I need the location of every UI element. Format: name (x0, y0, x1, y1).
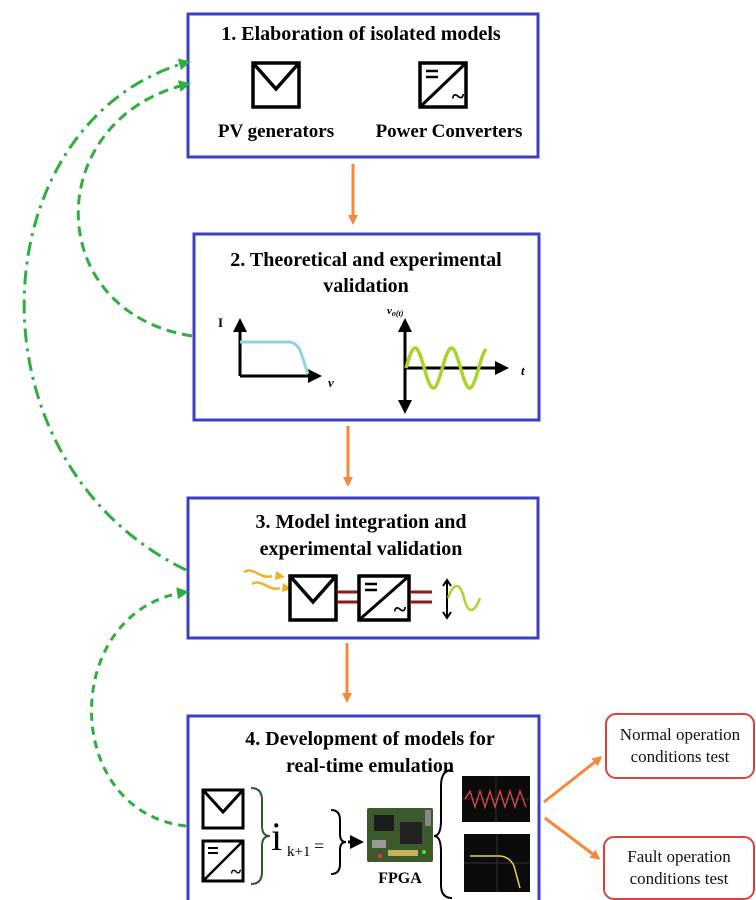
ac-link-lines (410, 590, 432, 604)
svg-text:~: ~ (231, 861, 242, 883)
step4-box: 4. Development of models for real-time e… (186, 714, 541, 900)
svg-text:conditions test: conditions test (631, 747, 730, 766)
fault-operation-test-box: Fault operation conditions test (603, 836, 755, 900)
to-fault-operation-arrow (544, 816, 601, 860)
step1-title: 1. Elaboration of isolated models (221, 23, 501, 45)
power-converters-label: Power Converters (376, 121, 523, 142)
step3-box: 3. Model integration and experimental va… (186, 496, 540, 640)
oscilloscope-screen-icon (462, 776, 530, 822)
fpga-board-icon (367, 808, 433, 862)
vt-x-label: t (521, 363, 525, 378)
normal-operation-test-box: Normal operation conditions test (605, 713, 755, 779)
dc-link-lines (337, 590, 358, 604)
pv-panel-icon (288, 574, 338, 622)
step1-box: 1. Elaboration of isolated models ~ PV g… (186, 12, 540, 159)
step4-title-line1: 4. Development of models for (245, 728, 495, 750)
svg-text:~: ~ (452, 84, 465, 110)
step4-title-line2: real-time emulation (286, 755, 454, 777)
right-brace (330, 809, 347, 875)
pv-panel-icon (251, 61, 301, 109)
svg-text:conditions test: conditions test (630, 869, 729, 888)
to-normal-operation-arrow (543, 756, 603, 804)
feedback-arrow-step3-to-step1 (22, 58, 191, 572)
feedback-arrow-step4-to-step3 (90, 587, 189, 828)
step2-box: 2. Theoretical and experimental validati… (192, 232, 541, 422)
svg-text:k+1: k+1 (287, 844, 310, 860)
sun-rays-icon (243, 569, 292, 592)
iv-curve-graph: I v (218, 315, 334, 390)
step2-title-line2: validation (323, 275, 409, 297)
left-brace (250, 787, 271, 885)
fpga-label: FPGA (378, 870, 422, 887)
dc-ac-converter-icon: ~ (418, 61, 468, 110)
step2-title-line1: 2. Theoretical and experimental (230, 249, 502, 271)
oscilloscope-screen-icon (464, 834, 530, 892)
output-brace (433, 769, 453, 899)
feedback-arrow-step2-to-step1 (76, 80, 193, 338)
dc-ac-converter-icon: ~ (357, 574, 411, 623)
svg-text:Fault operation: Fault operation (627, 847, 731, 866)
step3-title-line1: 3. Model integration and (255, 511, 466, 533)
pv-panel-icon (201, 788, 245, 830)
iv-y-label: I (218, 315, 223, 330)
svg-text:Normal operation: Normal operation (620, 725, 741, 744)
step3-title-line2: experimental validation (260, 538, 463, 560)
iv-x-label: v (328, 375, 334, 390)
svg-text:~: ~ (394, 597, 407, 623)
svg-text:i: i (271, 814, 282, 859)
voltage-time-graph: vo(t) t (387, 305, 525, 414)
dc-ac-converter-icon: ~ (201, 839, 245, 883)
discrete-equation: i k+1 = (271, 814, 324, 860)
vt-y-label: vo(t) (387, 305, 404, 318)
ac-output-waveform-icon (442, 578, 482, 620)
svg-text:=: = (314, 836, 324, 856)
pv-generators-label: PV generators (218, 121, 334, 142)
